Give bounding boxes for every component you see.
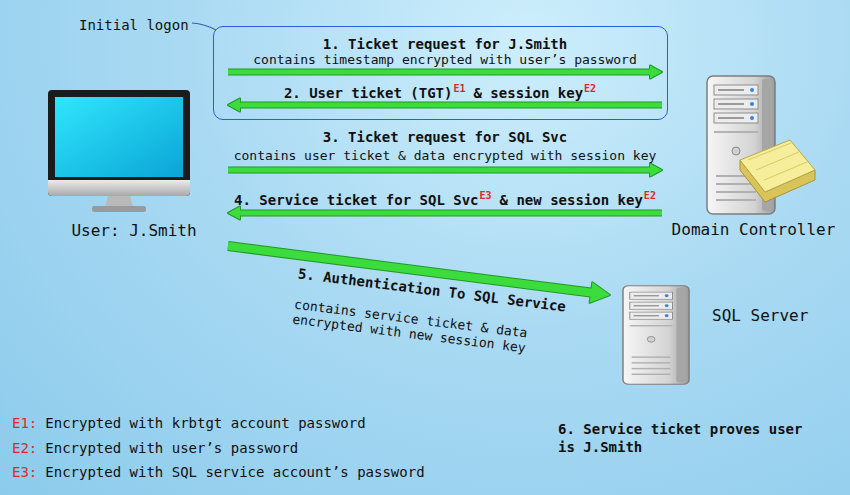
book-line xyxy=(756,152,799,170)
arrow-outline xyxy=(228,69,652,76)
monitor-base xyxy=(92,206,146,212)
node-label: SQL Server xyxy=(712,306,808,325)
encryption-mark: E1 xyxy=(453,83,465,94)
edge-note: & session key xyxy=(474,85,584,101)
node-label: User: J.Smith xyxy=(71,221,196,240)
arrowhead-outline xyxy=(228,99,240,112)
arrowhead-outline xyxy=(650,66,662,79)
server-node: Domain Controller xyxy=(662,55,845,245)
arrow-outline xyxy=(238,210,662,217)
arrowhead xyxy=(650,66,662,79)
message-arrow xyxy=(228,66,662,79)
arrow-outline xyxy=(238,102,662,109)
arrowhead-outline xyxy=(590,282,610,303)
arrow-shaft xyxy=(238,211,662,216)
edge-note: contains user ticket & data encrypted wi… xyxy=(234,148,657,163)
edge-note: 6. Service ticket proves user is J.Smith xyxy=(558,421,802,455)
annotation-line: 2. User ticket (TGT)E1 & session keyE2 xyxy=(284,80,596,102)
edge-label: 4. Service ticket for SQL Svc xyxy=(234,192,478,208)
arrowhead-outline xyxy=(228,207,240,220)
server-node: SQL Server xyxy=(610,280,828,395)
monitor-bezel xyxy=(48,90,190,196)
annotation-line: 6. Service ticket proves user is J.Smith xyxy=(558,420,820,456)
arrowhead xyxy=(228,99,240,112)
edge-note: & new session key xyxy=(500,192,643,208)
monitor-icon xyxy=(48,90,190,212)
workstation-node: User: J.Smith xyxy=(40,55,228,246)
legend-key: E1: xyxy=(12,415,37,431)
arrow-shaft xyxy=(228,168,652,173)
legend-text: Encrypted with user’s password xyxy=(45,440,298,456)
legend-text: Encrypted with krbtgt account password xyxy=(45,415,365,431)
message-arrow xyxy=(228,207,662,220)
encryption-mark: E2 xyxy=(584,83,596,94)
annotation-line: 3. Ticket request for SQL Svc xyxy=(323,128,567,146)
legend-key: E2: xyxy=(12,440,37,456)
legend-key: E3: xyxy=(12,464,37,480)
edge-label: 3. Ticket request for SQL Svc xyxy=(323,129,567,145)
monitor-screen xyxy=(55,97,183,177)
edge-label: 1. Ticket request for J.Smith xyxy=(323,36,567,52)
legend-text: Encrypted with SQL service account’s pas… xyxy=(45,464,424,480)
legend-row: E1: Encrypted with krbtgt account passwor… xyxy=(12,414,366,432)
monitor-neck xyxy=(105,196,133,207)
arrowhead xyxy=(228,207,240,220)
arrowhead xyxy=(650,164,662,177)
leader-line xyxy=(192,23,216,30)
arrowhead-outline xyxy=(650,164,662,177)
monitor-chin xyxy=(48,180,190,196)
annotation-line: 4. Service ticket for SQL SvcE3 & new ses… xyxy=(234,187,656,209)
edge-note: contains timestamp encrypted with user’s… xyxy=(253,52,637,67)
legend-row: E3: Encrypted with SQL service account’s … xyxy=(12,463,425,481)
annotation-line: 1. Ticket request for J.Smith xyxy=(323,35,567,53)
edge-label: 2. User ticket (TGT) xyxy=(284,85,453,101)
node-label: Initial logon xyxy=(79,17,189,34)
arrow-outline xyxy=(228,167,652,174)
legend-row: E2: Encrypted with user’s password xyxy=(12,439,298,457)
arrow-shaft xyxy=(228,70,652,75)
arrow-shaft xyxy=(238,103,662,108)
book-cover xyxy=(740,140,815,192)
server-icon xyxy=(623,286,689,385)
directory-book-icon xyxy=(740,140,815,202)
arrowhead xyxy=(590,282,610,303)
book-line xyxy=(764,162,807,180)
annotation-line: contains user ticket & data encrypted wi… xyxy=(234,148,657,163)
annotation-line: contains timestamp encrypted with user’s… xyxy=(253,52,637,67)
encryption-mark: E2 xyxy=(644,190,656,201)
encryption-mark: E3 xyxy=(480,190,492,201)
node-label: Domain Controller xyxy=(672,220,836,239)
book-line xyxy=(748,143,791,160)
message-arrow xyxy=(228,164,662,177)
